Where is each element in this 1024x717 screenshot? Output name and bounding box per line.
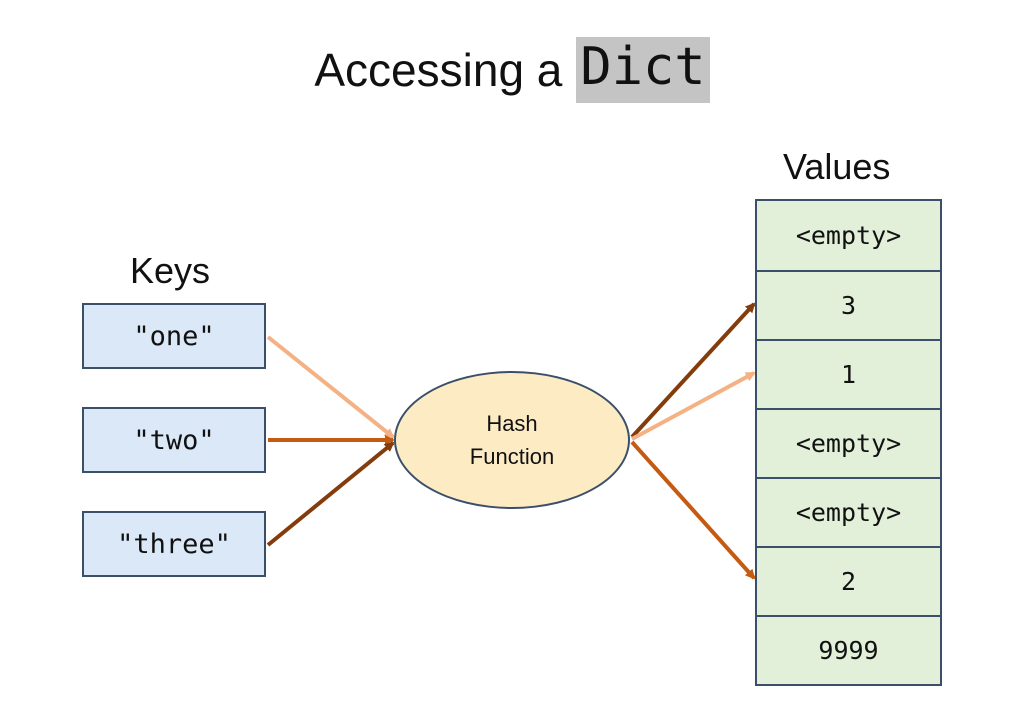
keys-heading: Keys — [130, 250, 211, 291]
hash-label-line1: Hash — [486, 411, 538, 436]
value-slot-2: 1 — [757, 339, 940, 408]
title-text: Accessing a — [314, 44, 563, 96]
value-slot-4: <empty> — [757, 477, 940, 546]
value-slot-0: <empty> — [795, 221, 902, 250]
arrow-hash-to-three — [630, 302, 756, 439]
arrow-hash-to-one — [631, 371, 756, 441]
key-one: "one" — [82, 303, 266, 369]
value-slot-1: 3 — [757, 270, 940, 339]
arrow-one-to-hash — [266, 335, 395, 439]
values-table: <empty> 3 1 <empty> <empty> 2 9999 — [755, 199, 942, 686]
title-code: Dict — [576, 37, 710, 103]
diagram-title: Accessing a Dict — [0, 30, 1024, 110]
arrow-three-to-hash — [266, 441, 395, 547]
value-slot-6: 9999 — [757, 615, 940, 684]
hash-function-ellipse: Hash Function — [394, 371, 630, 509]
value-slot-5: 2 — [757, 546, 940, 615]
hash-label-line2: Function — [469, 444, 555, 469]
value-slot-3: <empty> — [757, 408, 940, 477]
key-two: "two" — [82, 407, 266, 473]
key-three: "three" — [82, 511, 266, 577]
values-heading: Values — [783, 146, 891, 187]
arrow-hash-to-two — [630, 440, 756, 580]
